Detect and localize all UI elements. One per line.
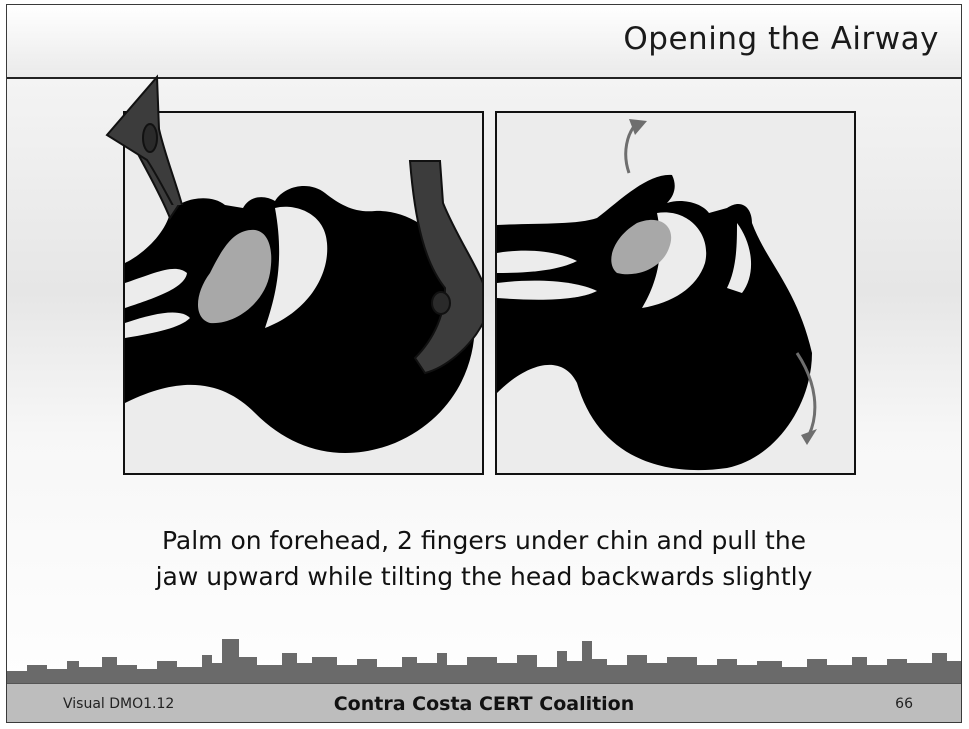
footer-bar: Visual DMO1.12 Contra Costa CERT Coaliti…: [7, 683, 961, 723]
caption-line-1: Palm on forehead, 2 fingers under chin a…: [7, 523, 961, 559]
slide: Opening the Airway: [6, 4, 962, 723]
city-skyline-decoration: [7, 627, 962, 683]
chin-hand-overlay: [7, 5, 207, 205]
page-number: 66: [895, 696, 913, 712]
caption: Palm on forehead, 2 fingers under chin a…: [7, 523, 961, 595]
head-after-tilt-illustration: [497, 113, 856, 475]
caption-line-2: jaw upward while tilting the head backwa…: [7, 559, 961, 595]
head-silhouette: [497, 175, 812, 470]
airway-after-panel: [495, 111, 856, 475]
slide-title: Opening the Airway: [623, 21, 939, 57]
footer-organization: Contra Costa CERT Coalition: [7, 693, 961, 715]
